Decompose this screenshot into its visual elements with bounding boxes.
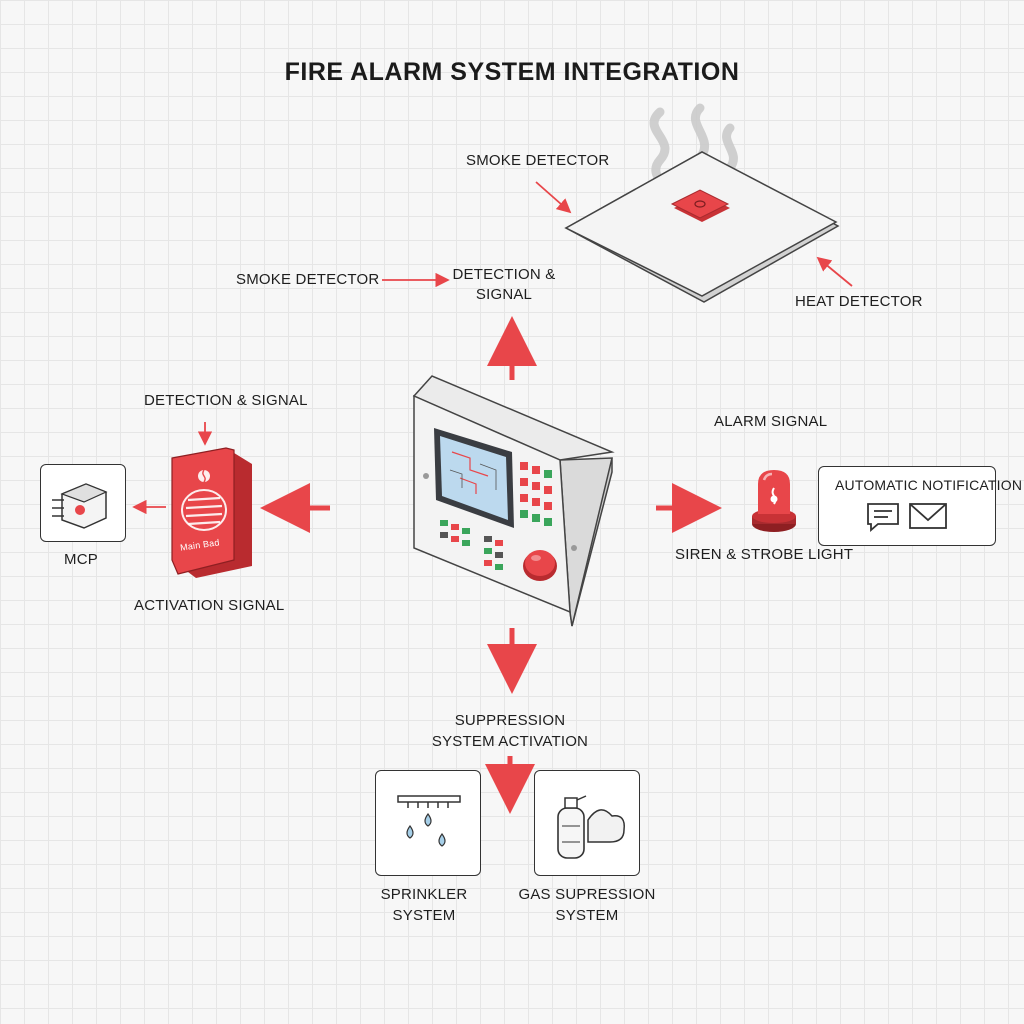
arrow-heat-to-ceiling xyxy=(816,256,853,287)
detection-signal-top-line1: DETECTION & xyxy=(452,266,556,283)
smoke-detector-ceiling-label: SMOKE DETECTOR xyxy=(466,152,610,169)
gas-suppression-system-line1: GAS SUPRESSION xyxy=(518,886,656,903)
notification-box xyxy=(818,466,996,546)
sprinkler-system-line2: SYSTEM xyxy=(392,907,456,924)
suppression-activation-line1: SUPPRESSION xyxy=(454,712,566,729)
mcp-box xyxy=(40,464,126,542)
fire-alarm-control-panel-icon xyxy=(412,375,615,627)
suppression-activation-line2: SYSTEM ACTIVATION xyxy=(431,733,589,750)
gas-suppression-system-label: GAS SUPRESSION SYSTEM xyxy=(512,884,662,926)
gas-suppression-box xyxy=(534,770,640,876)
sprinkler-system-line1: SPRINKLER xyxy=(380,886,468,903)
led-indicators xyxy=(440,520,503,570)
sprinkler-box xyxy=(375,770,481,876)
mcp-label: MCP xyxy=(64,551,98,568)
smoke-detector-icon xyxy=(670,189,730,222)
automatic-notification-label: AUTOMATIC NOTIFICATION xyxy=(835,477,1023,493)
keypad xyxy=(520,462,552,526)
emergency-button-icon xyxy=(523,550,557,581)
smoke-detector-left-label: SMOKE DETECTOR xyxy=(236,271,380,288)
suppression-activation-label: SUPPRESSION SYSTEM ACTIVATION xyxy=(420,710,600,752)
arrow-smoke-to-ceiling xyxy=(535,181,572,214)
gas-suppression-system-line2: SYSTEM xyxy=(555,907,619,924)
manual-call-point-icon xyxy=(171,447,252,578)
siren-strobe-icon xyxy=(752,470,796,532)
sprinkler-system-label: SPRINKLER SYSTEM xyxy=(364,884,484,926)
heat-detector-label: HEAT DETECTOR xyxy=(795,293,923,310)
siren-strobe-label: SIREN & STROBE LIGHT xyxy=(675,546,854,563)
detection-signal-top-line2: SIGNAL xyxy=(475,286,533,303)
diagram-title: FIRE ALARM SYSTEM INTEGRATION xyxy=(284,58,740,86)
activation-signal-label: ACTIVATION SIGNAL xyxy=(134,597,285,614)
alarm-signal-label: ALARM SIGNAL xyxy=(714,413,828,430)
ceiling-panel-icon xyxy=(564,151,840,303)
detection-signal-top-label: DETECTION & SIGNAL xyxy=(444,265,564,305)
detection-signal-left-label: DETECTION & SIGNAL xyxy=(144,392,308,409)
